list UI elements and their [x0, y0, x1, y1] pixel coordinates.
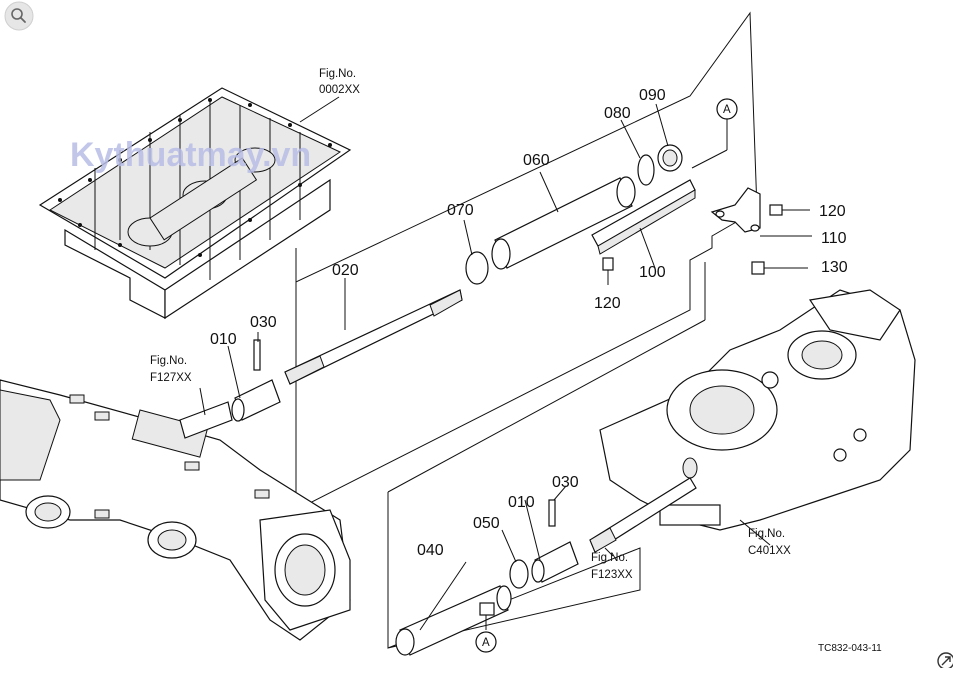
callout-a-lower-circle — [475, 631, 497, 653]
label-130: 130 — [821, 259, 848, 276]
label-120-lower: 120 — [594, 295, 621, 312]
fig-ref-pan-line2: 0002XX — [319, 84, 360, 96]
callout-a-upper-circle — [716, 98, 738, 120]
oil-pan — [38, 87, 352, 320]
o-ring-050 — [509, 559, 529, 589]
drawing-code: TC832-043-11 — [818, 643, 882, 654]
label-090: 090 — [639, 87, 666, 104]
bracket-100 — [591, 179, 696, 255]
coupling-010-upper — [231, 379, 281, 422]
fig-ref-mid-line1: Fig.No. — [591, 552, 628, 564]
fig-ref-mid-line2: F123XX — [591, 569, 633, 581]
propeller-shaft-020 — [284, 289, 463, 385]
fig-ref-right-line1: Fig.No. — [748, 528, 785, 540]
transmission-case-right — [599, 289, 916, 531]
label-050: 050 — [473, 515, 500, 532]
seal-090 — [657, 144, 683, 172]
label-060: 060 — [523, 152, 550, 169]
shaft-cover-040 — [395, 585, 512, 656]
bolt-130 — [751, 261, 808, 275]
label-030-lower: 030 — [552, 474, 579, 491]
lower-group-frame — [387, 492, 641, 649]
fig-ref-right: Fig.No. C401XX — [748, 528, 791, 557]
corner-arrow-icon[interactable] — [937, 652, 953, 670]
fig-ref-pan: Fig.No. 0002XX — [319, 68, 360, 96]
fig-ref-left-line1: Fig.No. — [150, 355, 187, 367]
spring-pin-030-upper — [253, 339, 261, 371]
label-010-upper: 010 — [210, 331, 237, 348]
label-030-upper: 030 — [250, 314, 277, 331]
bolt-120-right — [769, 204, 810, 216]
fig-ref-mid: Fig.No. F123XX — [591, 552, 633, 581]
watermark-text: Kythuatmay.vn — [70, 136, 311, 174]
fig-ref-right-line2: C401XX — [748, 545, 791, 557]
label-110: 110 — [821, 230, 847, 247]
zoom-button[interactable] — [4, 1, 34, 31]
shaft-cover-060 — [491, 176, 636, 270]
label-070: 070 — [447, 202, 474, 219]
callout-a-lower: A — [482, 637, 490, 649]
callout-a-upper: A — [723, 104, 731, 116]
label-100: 100 — [639, 264, 666, 281]
o-ring-080 — [637, 154, 655, 186]
o-ring-070 — [465, 251, 489, 285]
label-080: 080 — [604, 105, 631, 122]
label-020: 020 — [332, 262, 359, 279]
label-120-right: 120 — [819, 203, 846, 220]
bolt-120-lower — [602, 257, 614, 285]
fig-ref-left: Fig.No. F127XX — [150, 355, 192, 384]
label-040: 040 — [417, 542, 444, 559]
fig-ref-left-line2: F127XX — [150, 372, 192, 384]
propeller-shaft-lower — [589, 477, 697, 553]
label-010-lower: 010 — [508, 494, 535, 511]
spring-pin-030-lower — [548, 499, 556, 527]
fig-ref-pan-line1: Fig.No. — [319, 68, 356, 80]
front-axle-housing-left — [0, 379, 351, 641]
leader-lines — [199, 96, 812, 631]
bracket-110 — [710, 187, 761, 233]
coupling-010-lower — [531, 541, 579, 583]
zoom-icon — [11, 8, 26, 23]
